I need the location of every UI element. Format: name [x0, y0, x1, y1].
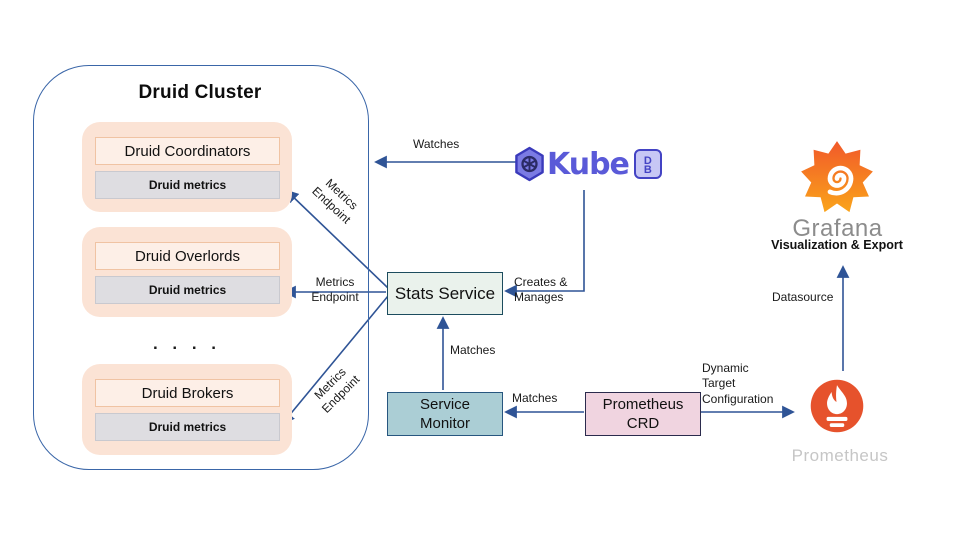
edge-label-dynamic-target: Dynamic Target Configuration	[702, 361, 774, 406]
prometheus-crd-node: Prometheus CRD	[585, 392, 701, 436]
prometheus-logo-icon	[810, 379, 864, 433]
prometheus-wordmark: Prometheus	[791, 446, 889, 465]
edge-label-creates-manages: Creates & Manages	[514, 275, 568, 305]
service-monitor-node: Service Monitor	[387, 392, 503, 436]
druid-metrics-box: Druid metrics	[95, 276, 280, 304]
grafana-logo-icon	[801, 141, 873, 213]
edge-label-metrics-endpoint-mid: Metrics Endpoint	[311, 275, 359, 305]
ellipsis-dots: . . . .	[152, 334, 222, 353]
kubedb-hexagon-icon	[515, 146, 544, 182]
druid-cluster-title: Druid Cluster	[138, 82, 262, 103]
group-label: Druid Brokers	[95, 379, 280, 407]
stats-service-node: Stats Service	[387, 272, 503, 315]
grafana-subtitle: Visualization & Export	[771, 238, 903, 252]
druid-metrics-box: Druid metrics	[95, 171, 280, 199]
group-druid-coordinators: Druid Coordinators Druid metrics	[82, 122, 292, 212]
kubedb-db-badge: DB	[633, 149, 662, 179]
edge-label-matches-crd: Matches	[512, 391, 558, 405]
druid-cluster-container	[33, 65, 369, 470]
grafana-wordmark: Grafana	[792, 215, 883, 242]
edge-creates-manages	[504, 190, 585, 298]
edge-metrics-endpoint-bottom	[281, 295, 389, 425]
edge-label-datasource: Datasource	[772, 290, 834, 304]
druid-metrics-box: Druid metrics	[95, 413, 280, 441]
kubedb-logo: Kube DB	[514, 146, 662, 182]
group-druid-overlords: Druid Overlords Druid metrics	[82, 227, 292, 317]
edge-metrics-endpoint-top	[285, 189, 389, 289]
edge-label-matches-stats: Matches	[450, 343, 496, 357]
group-label: Druid Overlords	[95, 242, 280, 270]
edge-label-watches: Watches	[413, 137, 460, 151]
group-label: Druid Coordinators	[95, 137, 280, 165]
kubedb-wordmark: Kube	[547, 146, 630, 182]
group-druid-brokers: Druid Brokers Druid metrics	[82, 364, 292, 455]
